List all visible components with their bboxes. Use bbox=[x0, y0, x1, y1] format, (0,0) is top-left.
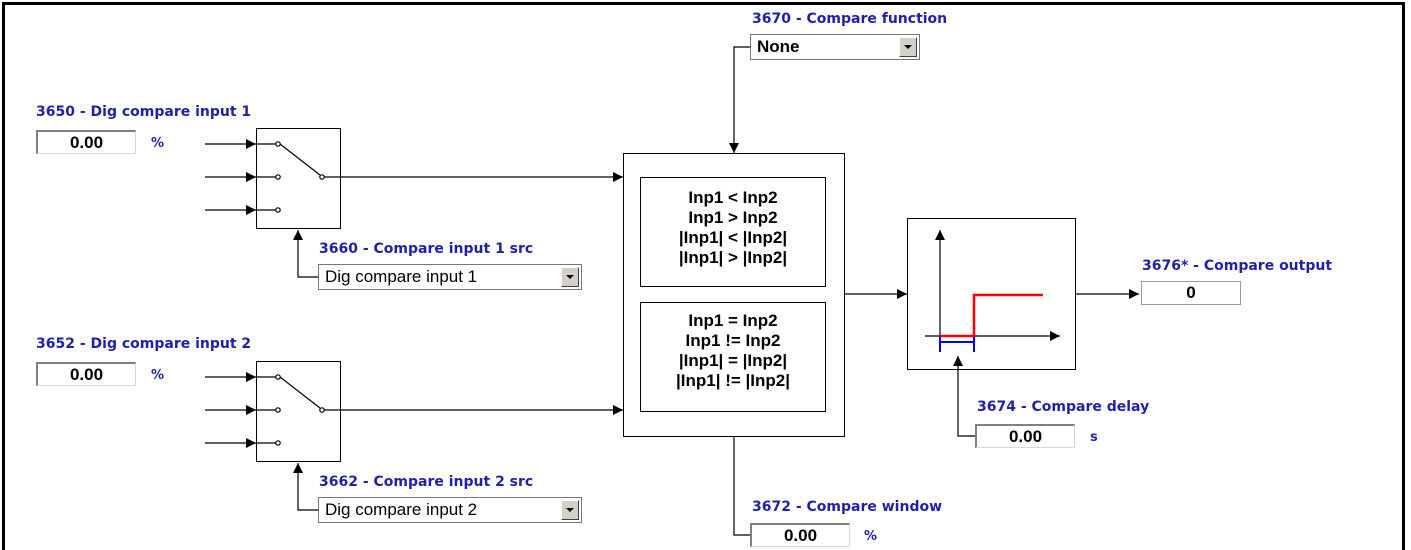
compare-function-selected-value: None bbox=[757, 37, 800, 56]
delay-graph bbox=[925, 230, 1060, 352]
compare-window-label: 3672 - Compare window bbox=[752, 499, 943, 515]
function-item: Inp1 > Inp2 bbox=[688, 208, 778, 227]
function-item: |Inp1| = |Inp2| bbox=[678, 351, 788, 370]
source1-dropdown-button[interactable] bbox=[561, 267, 579, 287]
source2-label: 3662 - Compare input 2 src bbox=[319, 474, 534, 490]
function-item: |Inp1| > |Inp2| bbox=[678, 248, 788, 267]
source1-dropdown[interactable]: Dig compare input 1 bbox=[318, 264, 582, 290]
chevron-down-icon bbox=[566, 275, 574, 279]
src1-to-mux1-wire bbox=[293, 230, 318, 278]
source1-label: 3660 - Compare input 1 src bbox=[319, 241, 534, 257]
comparator-block: Inp1 < Inp2 Inp1 > Inp2 |Inp1| < |Inp2| … bbox=[623, 153, 845, 437]
input1-unit: % bbox=[151, 136, 165, 151]
mux2-switch-lever bbox=[279, 376, 321, 409]
input1-value-field[interactable]: 0.00 bbox=[36, 130, 136, 154]
compare-function-dropdown-button[interactable] bbox=[899, 37, 917, 57]
input2-value-field[interactable]: 0.00 bbox=[36, 362, 136, 386]
delay-step-signal bbox=[940, 293, 1043, 338]
compare-delay-unit: s bbox=[1090, 430, 1098, 445]
mux2-pin-3 bbox=[275, 440, 281, 446]
mux1-pin-2 bbox=[275, 174, 281, 180]
compare-function-dropdown[interactable]: None bbox=[750, 34, 920, 60]
source2-dropdown[interactable]: Dig compare input 2 bbox=[318, 497, 582, 523]
input2-selector-switch bbox=[256, 361, 341, 462]
input2-label: 3652 - Dig compare input 2 bbox=[36, 336, 252, 352]
input1-label: 3650 - Dig compare input 1 bbox=[36, 104, 252, 120]
compare-delay-label: 3674 - Compare delay bbox=[977, 399, 1150, 415]
function-item: Inp1 < Inp2 bbox=[688, 188, 778, 207]
source1-selected-value: Dig compare input 1 bbox=[325, 267, 478, 286]
compare-window-unit: % bbox=[864, 529, 878, 544]
compare-window-value-field[interactable]: 0.00 bbox=[750, 523, 850, 547]
mux2-pin-1 bbox=[275, 374, 281, 380]
mux1-pin-1 bbox=[275, 141, 281, 147]
delay-param-wire bbox=[953, 356, 975, 437]
compare-function-label: 3670 - Compare function bbox=[752, 11, 948, 27]
function-to-comparator-wire bbox=[729, 46, 750, 153]
chevron-down-icon bbox=[904, 45, 912, 49]
chevron-down-icon bbox=[566, 508, 574, 512]
function-item: Inp1 != Inp2 bbox=[685, 331, 781, 350]
comparator-group-2: Inp1 = Inp2 Inp1 != Inp2 |Inp1| = |Inp2|… bbox=[640, 302, 826, 412]
input1-selector-switch bbox=[256, 128, 341, 229]
function-item: |Inp1| < |Inp2| bbox=[678, 228, 788, 247]
function-item: Inp1 = Inp2 bbox=[688, 311, 778, 330]
window-to-comparator-wire bbox=[729, 415, 750, 536]
source2-selected-value: Dig compare input 2 bbox=[325, 500, 478, 519]
compare-output-value-field: 0 bbox=[1141, 281, 1241, 305]
mux1-switch-lever bbox=[279, 143, 321, 176]
comparator-group-1: Inp1 < Inp2 Inp1 > Inp2 |Inp1| < |Inp2| … bbox=[640, 177, 826, 287]
input2-unit: % bbox=[151, 368, 165, 383]
compare-delay-value-field[interactable]: 0.00 bbox=[975, 424, 1075, 448]
mux2-pin-2 bbox=[275, 407, 281, 413]
function-item: |Inp1| != |Inp2| bbox=[676, 371, 790, 390]
source2-dropdown-button[interactable] bbox=[561, 500, 579, 520]
mux1-pin-3 bbox=[275, 207, 281, 213]
compare-output-label: 3676* - Compare output bbox=[1142, 258, 1333, 274]
src2-to-mux2-wire bbox=[293, 463, 318, 511]
compare-delay-block bbox=[907, 218, 1076, 370]
